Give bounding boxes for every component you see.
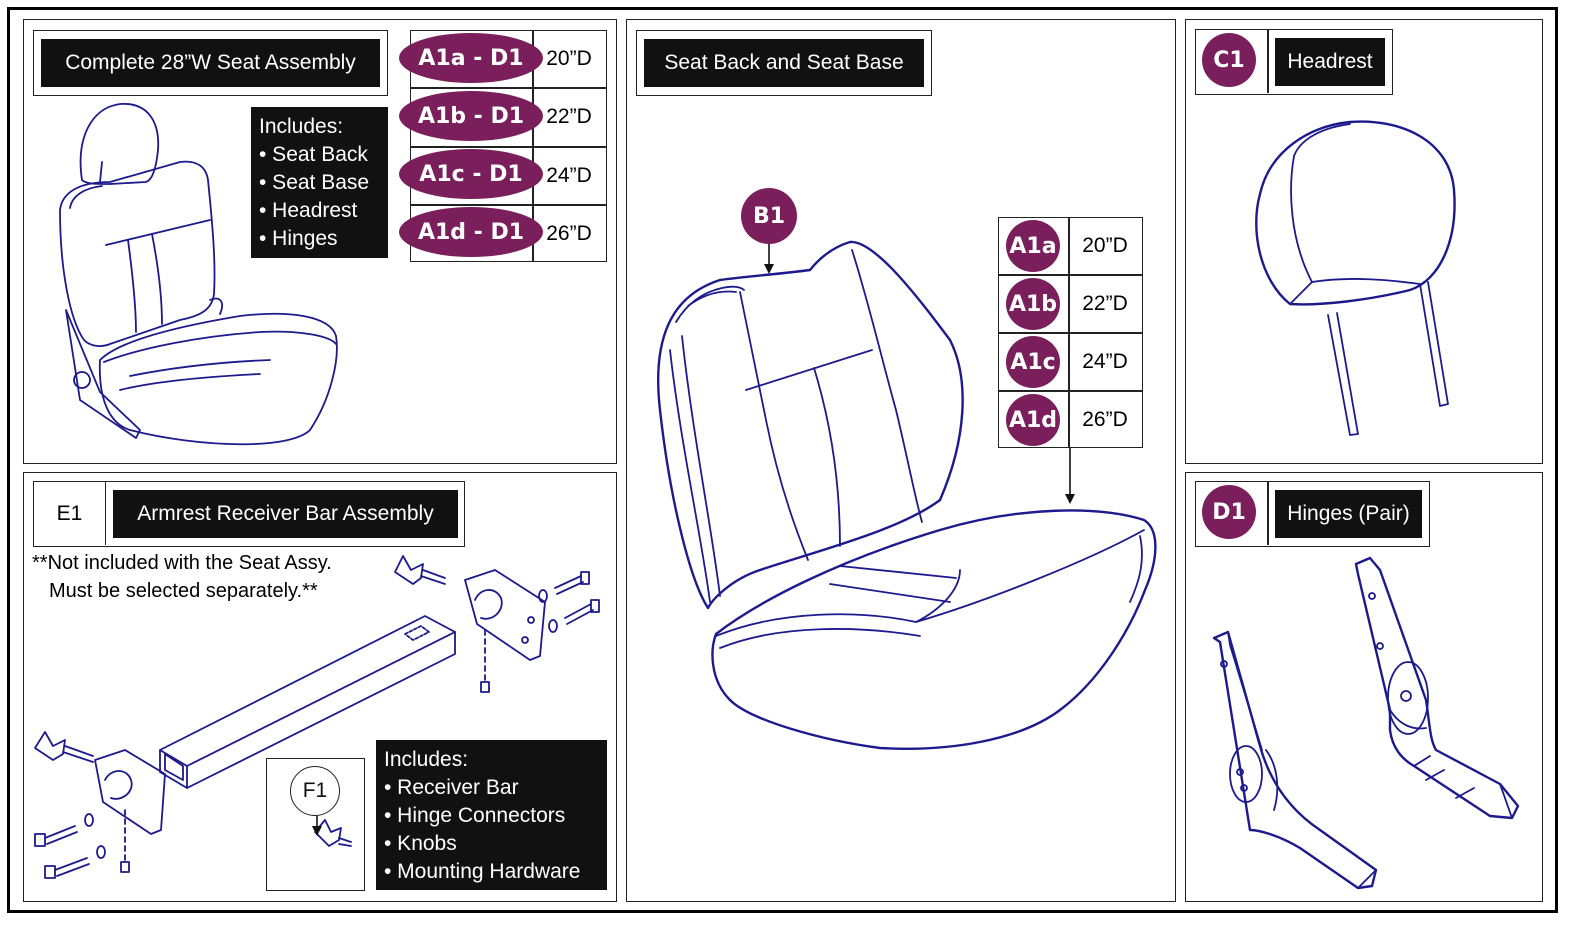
part-badge-a1d-d1: A1d - D1 <box>399 207 543 257</box>
includes-heading: Includes: <box>384 748 469 771</box>
part-badge-a1c-d1: A1c - D1 <box>399 149 543 199</box>
armrest-note-line2: Must be selected separately.** <box>49 580 318 602</box>
armrest-includes: Includes: • Receiver Bar • Hinge Connect… <box>376 740 607 890</box>
armrest-code: E1 <box>34 482 106 545</box>
size-label: 22”D <box>1082 291 1128 315</box>
includes-item: • Mounting Hardware <box>384 860 581 883</box>
seat-assembly-title-box: Complete 28”W Seat Assembly <box>33 30 388 96</box>
part-badge-a1a-d1: A1a - D1 <box>399 33 543 83</box>
includes-heading: Includes: <box>259 115 344 138</box>
size-label: 24”D <box>546 163 592 187</box>
part-badge-a1d: A1d <box>1006 394 1060 446</box>
armrest-title-box: E1 Armrest Receiver Bar Assembly <box>33 481 465 547</box>
includes-item: • Headrest <box>259 199 358 222</box>
includes-item: • Hinge Connectors <box>384 804 566 827</box>
size-label: 26”D <box>1082 407 1128 431</box>
part-badge-a1b-d1: A1b - D1 <box>399 91 543 141</box>
headrest-title: Headrest <box>1275 38 1385 86</box>
part-badge-a1a: A1a <box>1006 220 1060 272</box>
seat-assembly-size-table: A1a - D1 20”D A1b - D1 22”D A1c - D1 24”… <box>399 30 607 262</box>
armrest-note-line1: **Not included with the Seat Assy. <box>32 552 332 574</box>
size-label: 20”D <box>546 46 592 70</box>
part-badge-a1b: A1b <box>1006 278 1060 330</box>
size-label: 26”D <box>546 221 592 245</box>
hinges-drawing <box>1212 556 1520 890</box>
includes-item: • Receiver Bar <box>384 776 519 799</box>
armrest-title: Armrest Receiver Bar Assembly <box>113 490 458 538</box>
size-label: 24”D <box>1082 349 1128 373</box>
armrest-receiver-drawing <box>34 555 600 879</box>
headrest-drawing <box>1255 120 1456 436</box>
part-badge-a1c: A1c <box>1006 336 1060 388</box>
hinges-title: Hinges (Pair) <box>1275 490 1422 538</box>
diagram-frame <box>7 7 1558 913</box>
part-badge-f1: F1 <box>290 766 340 816</box>
size-label: 20”D <box>1082 233 1128 257</box>
seat-back-base-title-box: Seat Back and Seat Base <box>636 30 932 96</box>
includes-item: • Knobs <box>384 832 457 855</box>
includes-item: • Hinges <box>259 227 338 250</box>
panel-seat-back-base <box>626 19 1176 902</box>
seat-back-base-title: Seat Back and Seat Base <box>644 39 924 87</box>
seat-assembly-title: Complete 28”W Seat Assembly <box>41 39 380 87</box>
part-badge-c1: C1 <box>1202 33 1256 87</box>
seat-assembly-includes: Includes: • Seat Back • Seat Base • Head… <box>251 107 388 258</box>
seat-assembly-drawing <box>59 103 338 446</box>
part-badge-b1: B1 <box>741 188 797 244</box>
includes-item: • Seat Back <box>259 143 368 166</box>
seat-back-base-size-table: A1a 20”D A1b 22”D A1c 24”D A1d 26”D <box>998 217 1143 448</box>
seat-back-base-drawing <box>656 240 1157 750</box>
size-label: 22”D <box>546 105 592 128</box>
includes-item: • Seat Base <box>259 171 370 194</box>
part-badge-d1: D1 <box>1202 485 1256 539</box>
